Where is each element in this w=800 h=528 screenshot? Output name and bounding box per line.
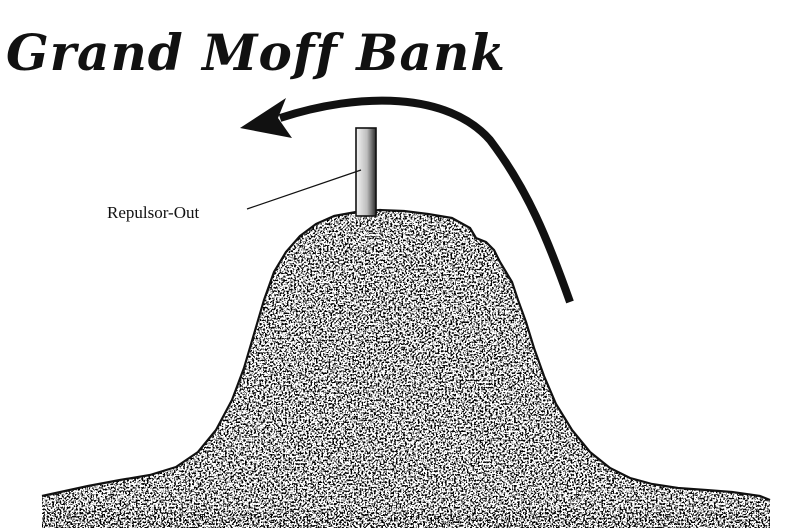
mound-outline xyxy=(41,208,771,502)
flow-arrow-shaft xyxy=(278,96,574,304)
callout-label: Repulsor-Out xyxy=(107,203,199,222)
flow-arrow xyxy=(240,96,574,304)
flow-arrow-head-icon xyxy=(240,98,292,138)
ground-base xyxy=(42,512,770,528)
repulsor-pole xyxy=(355,127,377,217)
page-title: Grand Moff Bank xyxy=(6,23,506,82)
repulsor-pole-body xyxy=(355,127,377,217)
callout-leader-line xyxy=(246,169,362,210)
mound xyxy=(41,208,771,528)
mound-texture xyxy=(42,210,770,528)
